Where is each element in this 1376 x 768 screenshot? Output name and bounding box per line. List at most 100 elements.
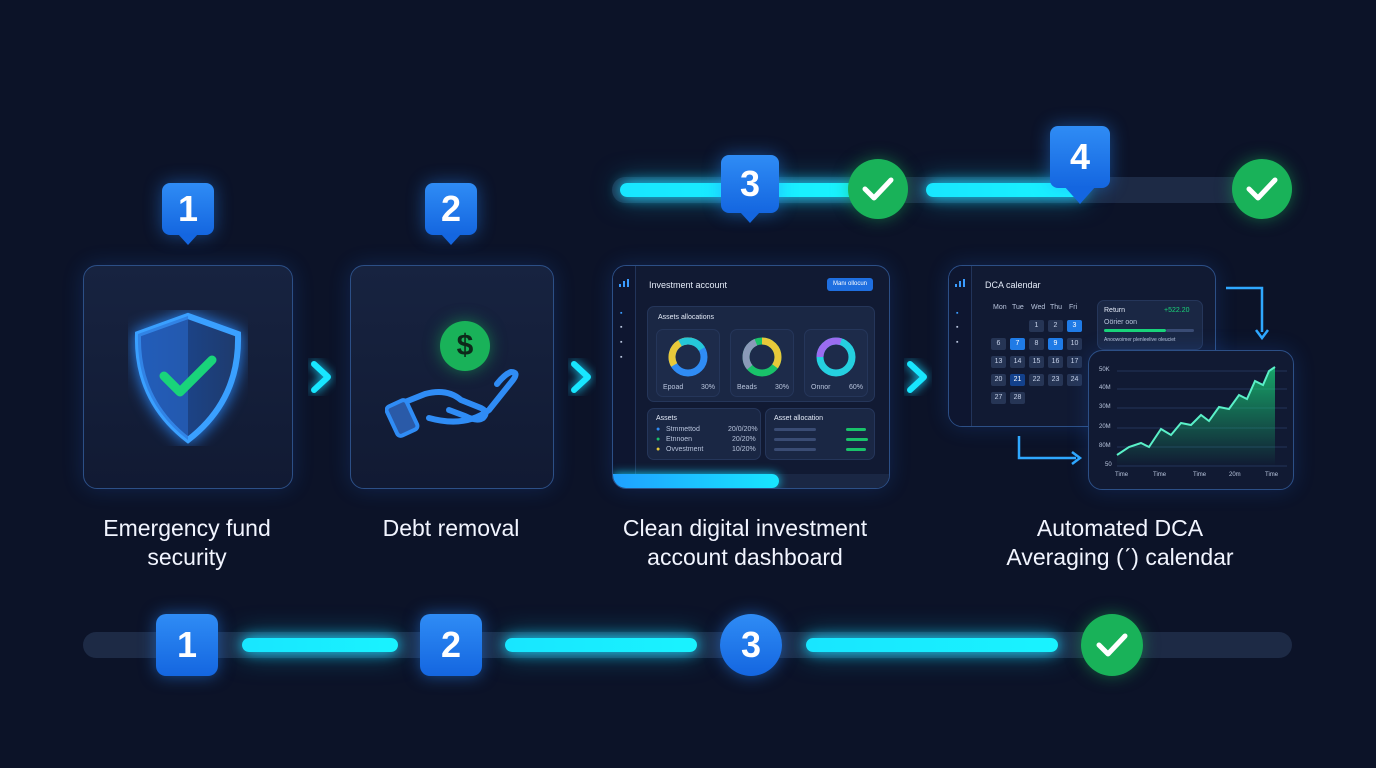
calendar-day[interactable]: 16 [1048, 356, 1063, 368]
y-tick: 50K [1099, 367, 1110, 373]
step-2-badge: 2 [425, 183, 477, 245]
x-tick: 20m [1229, 472, 1241, 478]
donut-card-1: Epoad 30% [656, 329, 720, 397]
allocation-bar [846, 438, 868, 441]
allocation-bar [846, 448, 866, 451]
sidebar-item[interactable]: ▪ [620, 354, 623, 361]
bottom-progress-glow-1 [242, 638, 398, 652]
calendar-day[interactable]: 28 [1010, 392, 1025, 404]
asset-dot: ● [656, 446, 661, 453]
return-bar [1104, 329, 1166, 332]
step-3-caption: Clean digital investment account dashboa… [595, 514, 895, 572]
calendar-day[interactable]: 27 [991, 392, 1006, 404]
calendar-day[interactable]: 3 [1067, 320, 1082, 332]
allocation-bar [774, 438, 816, 441]
calendar-day[interactable]: 9 [1048, 338, 1063, 350]
x-tick: Time [1115, 472, 1129, 478]
x-tick: Time [1193, 472, 1207, 478]
arrow-right-icon [1017, 436, 1083, 465]
calendar-weekday: Wed [1031, 304, 1046, 311]
top-progress-glow-2 [926, 183, 1086, 197]
donut-pct: 30% [775, 384, 790, 391]
marker-number: 1 [176, 624, 198, 665]
sidebar-item[interactable]: ▪ [956, 310, 959, 317]
sidebar-item[interactable]: ▪ [956, 339, 959, 346]
calendar-day[interactable]: 23 [1048, 374, 1063, 386]
bottom-step-2-marker: 2 [420, 614, 482, 676]
step-1-badge: 1 [162, 183, 214, 245]
chart-bars-icon [619, 279, 629, 287]
calendar-day[interactable]: 1 [1029, 320, 1044, 332]
allocation-bar [774, 428, 816, 431]
step-1-caption: Emergency fund security [57, 514, 317, 572]
calendar-day[interactable]: 8 [1029, 338, 1044, 350]
calendar-day[interactable]: 24 [1067, 374, 1082, 386]
donut-chart [742, 337, 782, 377]
sidebar-item[interactable]: ▪ [620, 324, 623, 331]
y-tick: 80M [1099, 443, 1111, 449]
donut-chart [816, 337, 856, 377]
calendar-day[interactable]: 21 [1010, 374, 1025, 386]
donut-pct: 60% [849, 384, 864, 391]
sidebar-item[interactable]: ▪ [956, 324, 959, 331]
asset-allocation-panel: Asset allocation [765, 408, 875, 460]
investment-dashboard: ▪ ▪ ▪ ▪ Investment account Manı ollocun … [612, 265, 890, 489]
calendar-day[interactable]: 7 [1010, 338, 1025, 350]
bottom-step-1-marker: 1 [156, 614, 218, 676]
calendar-day[interactable]: 20 [991, 374, 1006, 386]
calendar-day[interactable]: 17 [1067, 356, 1082, 368]
calendar-day[interactable]: 15 [1029, 356, 1044, 368]
return-note: Anoowoimer plenleelive oleuciet [1104, 337, 1176, 343]
chevron-right-icon [571, 361, 591, 393]
return-panel: Return +522.20 Oörier oon Anoowoimer ple… [1097, 300, 1203, 350]
step-3-number: 3 [739, 163, 761, 204]
dashboard-sidebar: ▪ ▪ ▪ ▪ [613, 266, 636, 476]
chart-bars-icon [955, 279, 965, 287]
caption-line: Emergency fund [103, 515, 271, 541]
bottom-step-3-marker: 3 [720, 614, 782, 676]
marker-number: 2 [440, 624, 462, 665]
step-2-number: 2 [440, 188, 462, 229]
caption-line: Debt removal [382, 515, 520, 541]
calendar-day[interactable]: 14 [1010, 356, 1025, 368]
bottom-progress-glow-3 [806, 638, 1058, 652]
dashboard-action-button[interactable]: Manı ollocun [827, 278, 873, 291]
calendar-weekday: Thu [1050, 304, 1063, 311]
caption-line: Averaging (ˊ) calendar [1006, 544, 1234, 570]
step-2-card: $ [350, 265, 554, 489]
caption-line: Clean digital investment [622, 515, 868, 541]
donut-card-3: Onnor 60% [804, 329, 868, 397]
arrow-down-icon [1226, 286, 1269, 341]
x-tick: Time [1265, 472, 1279, 478]
step-2-caption: Debt removal [321, 514, 581, 543]
asset-value: 10/20% [732, 446, 756, 453]
y-tick: 40M [1099, 385, 1111, 391]
step-4-caption: Automated DCA Averaging (ˊ) calendar [970, 514, 1270, 572]
dashboard-progress-track [613, 474, 889, 488]
open-hand-icon [385, 369, 519, 438]
sidebar-item[interactable]: ▪ [620, 310, 623, 317]
step-4-number: 4 [1069, 136, 1091, 177]
calendar-day[interactable]: 6 [991, 338, 1006, 350]
donut-card-2: Beads 30% [730, 329, 794, 397]
calendar-day[interactable]: 22 [1029, 374, 1044, 386]
step-4-check-icon [1232, 159, 1292, 219]
allocation-bar [774, 448, 816, 451]
donut-chart [668, 337, 708, 377]
caption-line: Automated DCA [1036, 515, 1204, 541]
calendar-title: DCA calendar [985, 280, 1041, 290]
caption-line: security [147, 544, 227, 570]
calendar-day[interactable]: 10 [1067, 338, 1082, 350]
allocation-title: Asset allocation [774, 415, 824, 422]
asset-value: 20/0/20% [728, 426, 758, 433]
calendar-day[interactable]: 13 [991, 356, 1006, 368]
caption-line: account dashboard [647, 544, 843, 570]
assets-panel: Assets ● Stmmettod 20/0/20% ● Etnnoen 20… [647, 408, 761, 460]
sidebar-item[interactable]: ▪ [620, 339, 623, 346]
asset-name: Stmmettod [666, 426, 700, 433]
calendar-day[interactable]: 2 [1048, 320, 1063, 332]
asset-dot: ● [656, 436, 661, 443]
dollar-coin-icon: $ [440, 321, 490, 371]
calendar-sidebar: ▪ ▪ ▪ [949, 266, 972, 426]
step-1-card [83, 265, 293, 489]
